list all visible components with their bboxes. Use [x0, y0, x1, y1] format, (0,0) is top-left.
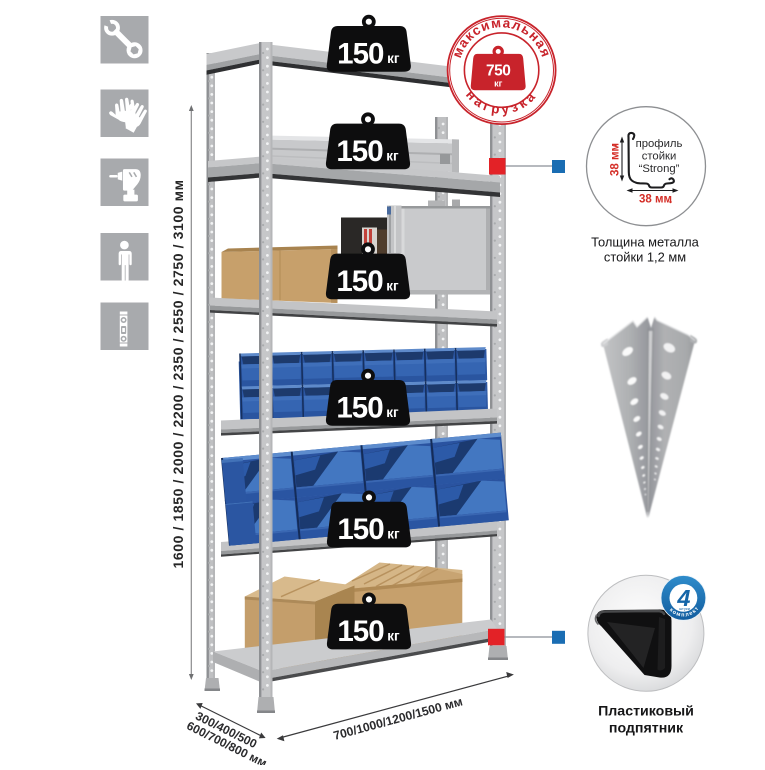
svg-text:кг: кг	[494, 79, 503, 89]
svg-text:150: 150	[337, 513, 384, 546]
svg-text:1600 / 1850 / 2000 / 2200 / 23: 1600 / 1850 / 2000 / 2200 / 2350 / 2550 …	[170, 179, 186, 568]
svg-text:150: 150	[336, 265, 383, 298]
svg-text:150: 150	[336, 135, 383, 168]
svg-text:стойки: стойки	[642, 151, 677, 163]
svg-text:Пластиковый: Пластиковый	[598, 704, 694, 720]
svg-text:150: 150	[337, 615, 384, 648]
svg-text:150: 150	[336, 392, 383, 425]
svg-text:150: 150	[337, 38, 384, 71]
svg-text:кг: кг	[387, 527, 400, 542]
svg-text:кг: кг	[387, 51, 400, 66]
svg-text:профиль: профиль	[636, 138, 683, 150]
svg-text:кг: кг	[386, 279, 399, 294]
svg-text:38 мм: 38 мм	[610, 143, 622, 176]
svg-text:подпятник: подпятник	[609, 721, 684, 737]
svg-text:“Strong”: “Strong”	[639, 163, 680, 175]
svg-text:38 мм: 38 мм	[639, 194, 672, 206]
svg-text:кг: кг	[386, 149, 399, 164]
svg-text:стойки 1,2 мм: стойки 1,2 мм	[604, 250, 686, 265]
svg-text:кг: кг	[387, 629, 400, 644]
svg-text:кг: кг	[386, 405, 399, 420]
svg-text:штуки: штуки	[679, 607, 690, 611]
svg-text:750: 750	[486, 63, 510, 80]
svg-text:Толщина металла: Толщина металла	[591, 235, 700, 250]
svg-text:4: 4	[676, 585, 690, 611]
